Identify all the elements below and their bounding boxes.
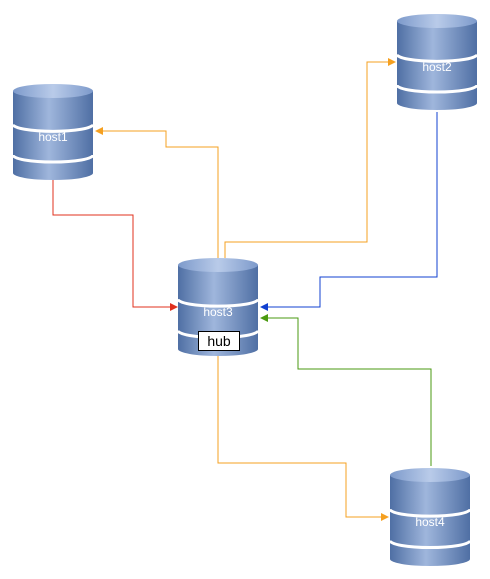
host1-label: host1 (38, 130, 68, 144)
arrowhead-host3-to-host4 (381, 513, 389, 521)
host4-band-1 (388, 508, 472, 518)
edge-host3-to-host4[interactable] (217, 356, 383, 518)
host1-top (13, 84, 93, 98)
host2-label: host2 (422, 60, 452, 74)
host3-label: host3 (203, 305, 233, 319)
host4-cylinder[interactable] (388, 468, 472, 566)
arrowhead-host3-to-host2 (388, 58, 396, 66)
edge-host3-to-host1[interactable] (101, 130, 219, 258)
host1-band-1 (11, 123, 95, 133)
edge-host3-to-host2[interactable] (224, 61, 390, 258)
arrowhead-host2-to-host3 (260, 303, 268, 311)
host4-label: host4 (415, 515, 445, 529)
hosts (11, 14, 479, 566)
host3-band-1 (176, 298, 260, 308)
host2-band-2 (395, 84, 479, 94)
host1-band-2 (11, 154, 95, 164)
host2-top (397, 14, 477, 28)
arrowhead-host4-to-host3 (260, 314, 268, 322)
host4-top (390, 468, 470, 482)
edge-host4-to-host3[interactable] (266, 317, 432, 466)
host4-band-2 (388, 540, 472, 550)
host3-top (178, 258, 258, 272)
host2-cylinder[interactable] (395, 14, 479, 110)
edges (52, 58, 438, 521)
edge-host2-to-host3[interactable] (266, 112, 438, 308)
arrowhead-host1-to-host3 (170, 303, 178, 311)
host2-band-1 (395, 53, 479, 63)
hub-badge: hub (198, 331, 240, 351)
arrowhead-host3-to-host1 (95, 127, 103, 135)
host1-cylinder[interactable] (11, 84, 95, 180)
edge-host1-to-host3[interactable] (52, 180, 172, 308)
